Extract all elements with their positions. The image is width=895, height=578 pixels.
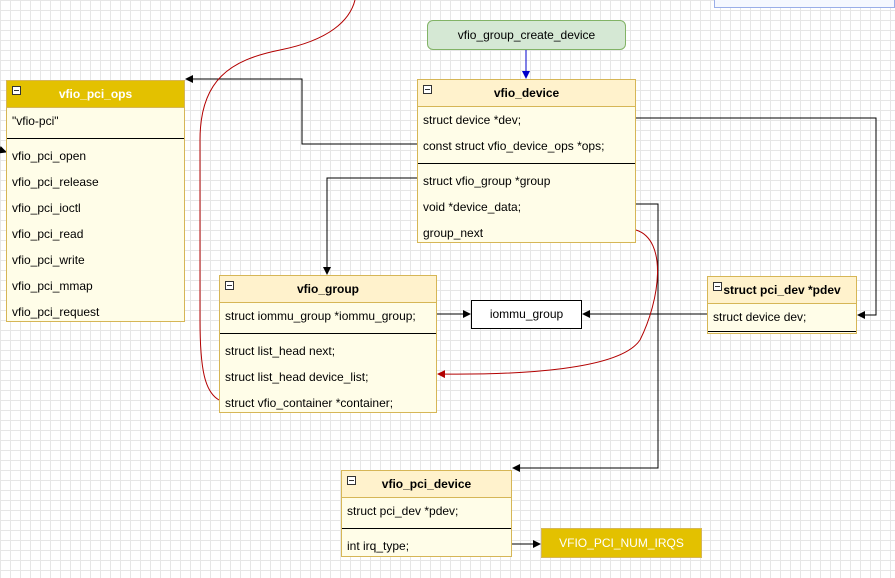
create-device-node[interactable]: vfio_group_create_device [427,20,626,50]
vfio-group-header[interactable]: vfio_group [220,276,436,303]
vfio-pci-device-row: int irq_type; [347,539,410,553]
collapse-icon[interactable] [713,282,722,291]
vfio-group-row: struct list_head next; [225,344,336,358]
vfio-device-row: group_next [423,226,484,240]
vfio-pci-ops-row: vfio_pci_read [12,227,84,241]
vfio-group-box[interactable]: vfio_group struct iommu_group *iommu_gro… [219,275,437,413]
iommu-group-node[interactable]: iommu_group [471,300,582,329]
num-irqs-node[interactable]: VFIO_PCI_NUM_IRQS [541,528,702,558]
vfio-device-box[interactable]: vfio_device struct device *dev; const st… [417,79,636,243]
vfio-pci-device-box[interactable]: vfio_pci_device struct pci_dev *pdev; in… [341,470,512,557]
edge-dev-to-pci-dev [636,117,877,319]
vfio-pci-ops-name-row: "vfio-pci" [12,114,59,128]
vfio-group-title: vfio_group [297,282,359,296]
vfio-pci-ops-row: vfio_pci_ioctl [12,201,81,215]
edge-group-to-vfio-group [323,177,417,275]
divider [708,331,856,332]
pci-dev-box[interactable]: struct pci_dev *pdev struct device dev; [707,276,857,334]
edge-container-up [199,0,356,401]
vfio-pci-device-header[interactable]: vfio_pci_device [342,471,511,498]
vfio-device-title: vfio_device [493,86,560,100]
collapse-icon[interactable] [225,281,234,290]
vfio-pci-ops-row: vfio_pci_mmap [12,279,93,293]
divider [7,138,184,139]
vfio-group-row: struct vfio_container *container; [225,396,394,410]
pci-dev-title: struct pci_dev *pdev [723,283,841,297]
vfio-device-row: const struct vfio_device_ops *ops; [423,139,605,153]
divider [418,163,635,164]
vfio-pci-device-title: vfio_pci_device [381,477,472,491]
vfio-pci-ops-row: vfio_pci_release [12,175,99,189]
vfio-group-row: struct list_head device_list; [225,370,369,384]
collapse-icon[interactable] [423,85,432,94]
edge-ops-to-pci-ops [185,75,417,145]
divider [342,528,511,529]
vfio-pci-ops-title: vfio_pci_ops [58,87,133,101]
vfio-pci-ops-row: vfio_pci_write [12,253,85,267]
vfio-device-header[interactable]: vfio_device [418,80,635,107]
vfio-device-row: struct vfio_group *group [423,174,551,188]
vfio-device-row: void *device_data; [423,200,522,214]
vfio-device-row: struct device *dev; [423,113,522,127]
edge-device-data-to-pci-device [512,203,659,472]
edge-into-pci-open [0,145,7,154]
vfio-pci-device-row: struct pci_dev *pdev; [347,504,459,518]
vfio-pci-ops-row: vfio_pci_open [12,149,87,163]
pci-dev-header[interactable]: struct pci_dev *pdev [708,277,856,304]
vfio-pci-ops-box[interactable]: vfio_pci_ops "vfio-pci" vfio_pci_open vf… [6,80,185,322]
divider [220,333,436,334]
edge-group-next-to-device-list [437,229,658,379]
pci-dev-row: struct device dev; [713,310,807,324]
vfio-pci-ops-row: vfio_pci_request [12,305,100,319]
collapse-icon[interactable] [12,86,21,95]
collapse-icon[interactable] [347,476,356,485]
vfio-pci-ops-header[interactable]: vfio_pci_ops [7,81,184,108]
vfio-group-row: struct iommu_group *iommu_group; [225,309,416,323]
